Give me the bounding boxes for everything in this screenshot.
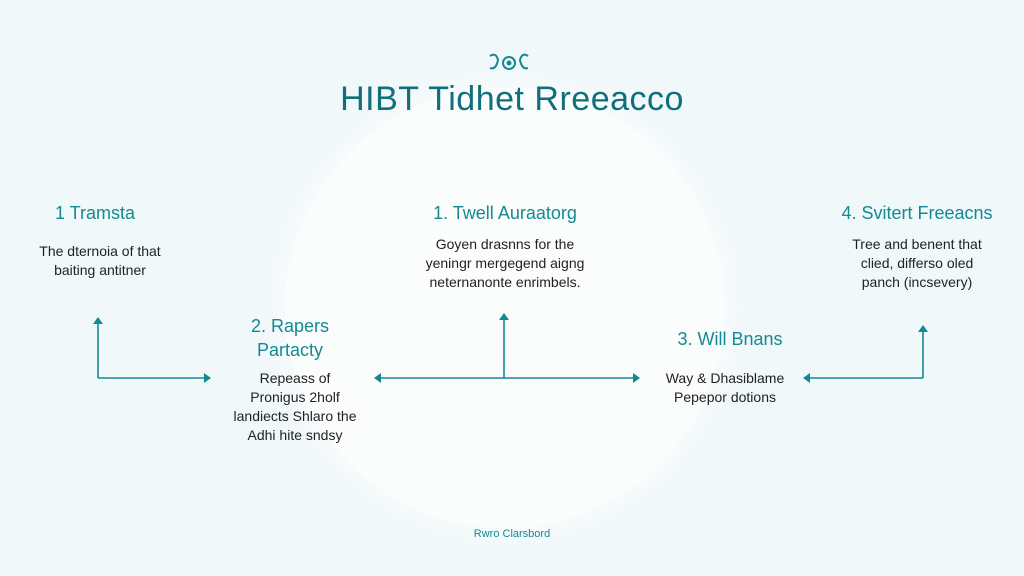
step-center-heading: 1. Twell Auraatorg	[433, 203, 577, 223]
background-circle	[285, 88, 725, 528]
step-1-desc-line-2: baiting antitner	[54, 262, 146, 278]
logo-icon	[489, 53, 529, 70]
step-2-heading: 2. Rapers Partacty	[215, 314, 365, 362]
step-4-desc-line-3: panch (incsevery)	[861, 274, 973, 290]
step-4-desc-line-1: Tree and benent that	[852, 236, 982, 252]
step-3-description: Way & Dhasiblame Pepepor dotions	[640, 369, 810, 407]
step-4-description: Tree and benent that clied, differso ole…	[822, 235, 1012, 292]
step-3-desc-line-1: Way & Dhasiblame	[665, 370, 785, 386]
step-2-heading-line-1: 2. Rapers	[250, 316, 330, 336]
step-2-desc-line-3: landiects Shlaro the	[233, 408, 357, 424]
step-2-heading-line-2: Partacty	[256, 340, 324, 360]
step-1-heading: 1 Tramsta	[54, 203, 136, 223]
step-2-description: Repeass of Pronigus 2holf landiects Shla…	[200, 369, 390, 445]
step-4-heading: 4. Svitert Freeacns	[841, 203, 993, 223]
step-1-desc-line-1: The dternoia of that	[39, 243, 161, 259]
step-2-desc-line-4: Adhi hite sndsy	[247, 427, 343, 443]
step-2-desc-line-2: Pronigus 2holf	[250, 389, 340, 405]
footer-caption: Rwro Clarsbord	[473, 528, 551, 540]
step-4-desc-line-2: clied, differso oled	[860, 255, 974, 271]
step-center-desc-line-2: yeningr mergegend aigng	[425, 255, 585, 271]
step-center-desc-line-3: neternanonte enrimbels.	[429, 274, 581, 290]
step-center-description: Goyen drasnns for the yeningr mergegend …	[390, 235, 620, 292]
diagram-title: HIBT Tidhet Rreeacco	[340, 80, 684, 118]
step-3-heading: 3. Will Bnans	[677, 329, 783, 349]
step-center-desc-line-1: Goyen drasnns for the	[435, 236, 575, 252]
step-2-desc-line-1: Repeass of	[259, 370, 331, 386]
step-3-desc-line-2: Pepepor dotions	[674, 389, 776, 405]
step-1-description: The dternoia of that baiting antitner	[10, 242, 190, 280]
